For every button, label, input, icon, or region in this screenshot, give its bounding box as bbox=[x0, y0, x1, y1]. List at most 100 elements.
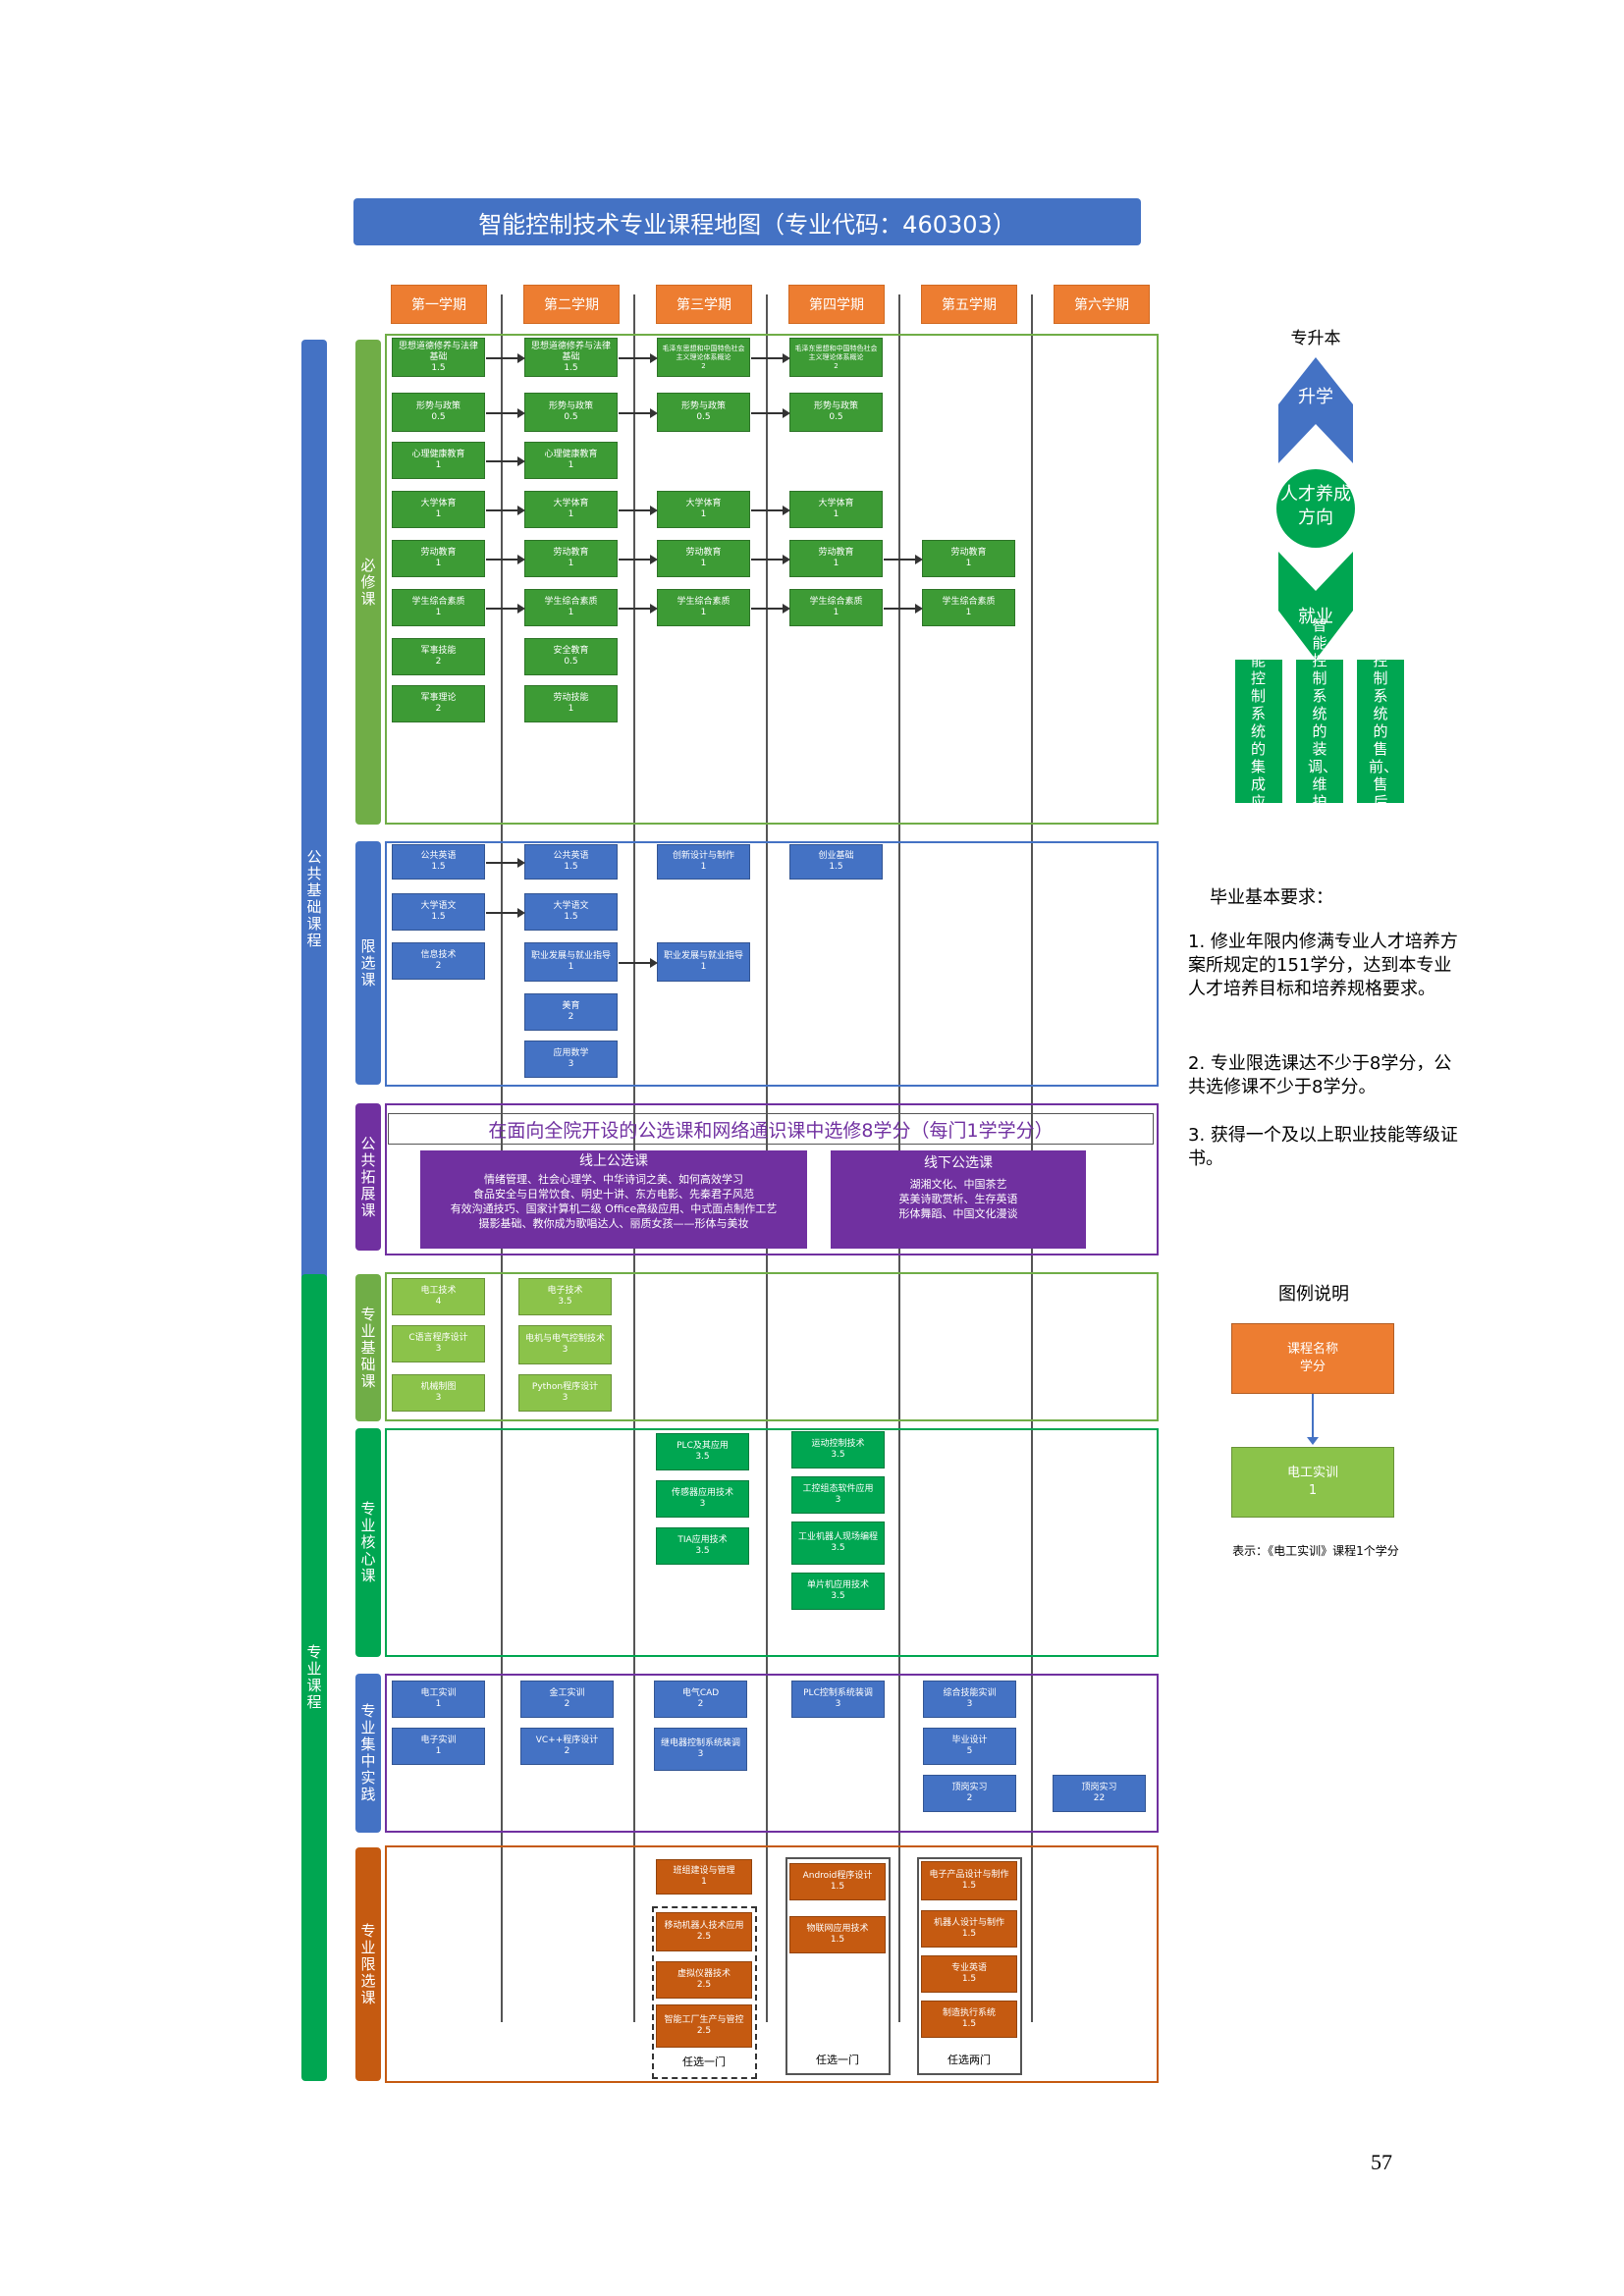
legend-heading: 图例说明 bbox=[1278, 1284, 1349, 1305]
legend-arrow-head bbox=[1307, 1437, 1319, 1445]
semester-6: 第六学期 bbox=[1054, 285, 1150, 324]
online-line: 食品安全与日常饮食、明史十讲、东方电影、先秦君子风范 bbox=[473, 1188, 754, 1201]
arrow bbox=[751, 353, 790, 363]
arrow bbox=[619, 604, 658, 614]
elective-group-5 bbox=[917, 1857, 1022, 2075]
arrow bbox=[486, 353, 525, 363]
ext-frame bbox=[385, 1103, 1159, 1255]
choose-label: 任选两门 bbox=[947, 2054, 991, 2066]
legend-course-box: 课程名称学分 bbox=[1231, 1323, 1394, 1394]
arrow bbox=[486, 908, 525, 918]
offline-electives: 线下公选课 湖湘文化、中国茶艺 英美诗歌赏析、生存英语 形体舞蹈、中国文化漫谈 bbox=[831, 1150, 1086, 1249]
choose-label: 任选一门 bbox=[816, 2054, 859, 2066]
arrow bbox=[486, 858, 525, 868]
semester-3: 第三学期 bbox=[656, 285, 752, 324]
career-flow-shape bbox=[1276, 357, 1355, 660]
semester-2: 第二学期 bbox=[523, 285, 620, 324]
requirement-item: 3. 获得一个及以上职业技能等级证书。 bbox=[1188, 1125, 1458, 1169]
arrow bbox=[619, 353, 658, 363]
arrow bbox=[884, 555, 923, 564]
limited-frame bbox=[385, 841, 1159, 1087]
arrow bbox=[619, 958, 658, 968]
arrow bbox=[619, 555, 658, 564]
pro-elective-frame bbox=[385, 1845, 1159, 2083]
page-number: 57 bbox=[1371, 2150, 1392, 2174]
career-up: 升学 bbox=[1298, 387, 1333, 407]
category-pro-practice: 专业集中实践 bbox=[355, 1674, 381, 1833]
arrow bbox=[619, 408, 658, 418]
choose-label: 任选一门 bbox=[682, 2056, 726, 2068]
semester-1: 第一学期 bbox=[391, 285, 487, 324]
offline-line: 湖湘文化、中国茶艺 bbox=[909, 1178, 1007, 1191]
online-electives: 线上公选课 情绪管理、社会心理学、中华诗词之美、如何高效学习 食品安全与日常饮食… bbox=[420, 1150, 807, 1249]
pro-basic-frame bbox=[385, 1272, 1159, 1421]
online-title: 线上公选课 bbox=[579, 1153, 648, 1169]
career-center: 人才养成方向 bbox=[1280, 484, 1351, 528]
career-down: 就业 bbox=[1298, 607, 1333, 627]
category-public-basic: 公共基础课程 bbox=[301, 340, 327, 1459]
arrow bbox=[751, 408, 790, 418]
offline-line: 英美诗歌赏析、生存英语 bbox=[898, 1193, 1018, 1205]
job-box: 智能控制系统的装调、维护维修 bbox=[1296, 616, 1343, 846]
arrow bbox=[751, 506, 790, 515]
category-required: 必修课 bbox=[355, 340, 381, 825]
requirements-heading: 毕业基本要求： bbox=[1210, 887, 1333, 908]
arrow bbox=[486, 604, 525, 614]
semester-5: 第五学期 bbox=[921, 285, 1017, 324]
online-line: 有效沟通技巧、国家计算机二级 Office高级应用、中式面点制作工艺 bbox=[450, 1202, 778, 1215]
required-frame bbox=[385, 334, 1159, 825]
job-box: 智能控制系统的集成应用 bbox=[1235, 634, 1282, 828]
offline-line: 形体舞蹈、中国文化漫谈 bbox=[898, 1207, 1018, 1220]
arrow bbox=[486, 456, 525, 466]
pro-core-frame bbox=[385, 1428, 1159, 1657]
